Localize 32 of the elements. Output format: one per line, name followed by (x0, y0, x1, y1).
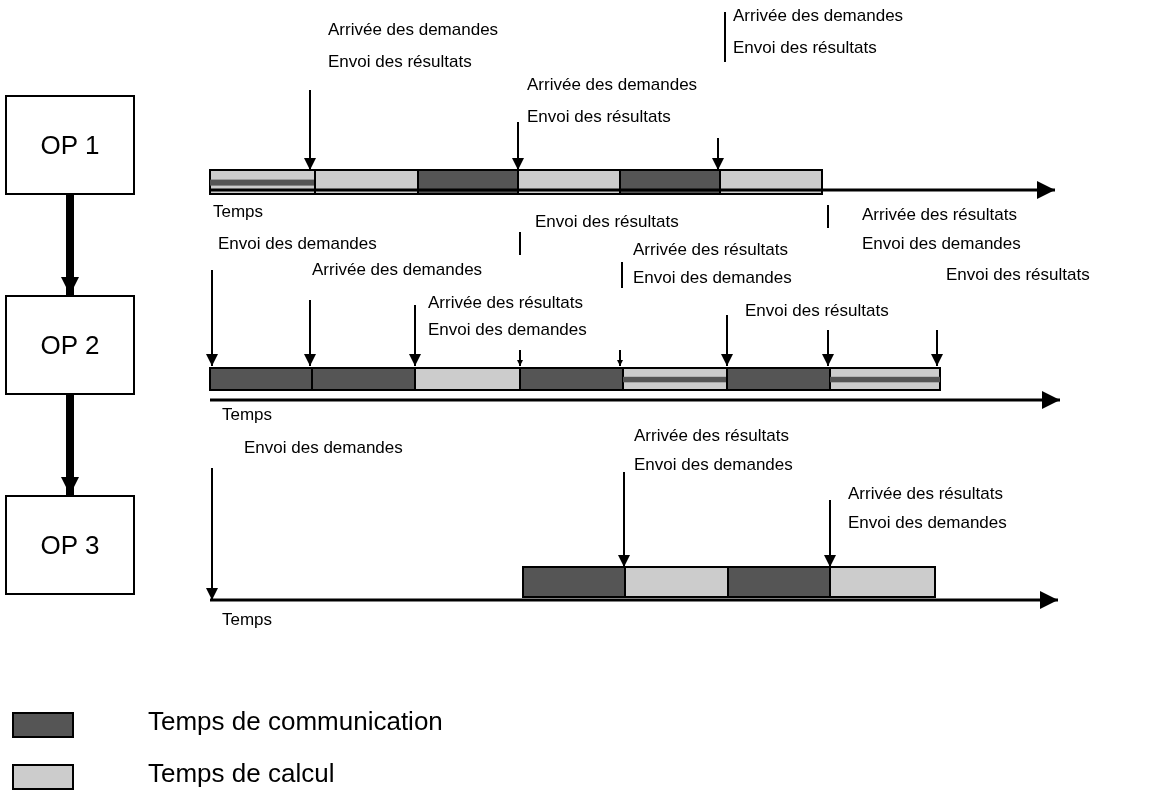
legend-text: Temps de calcul (148, 758, 335, 789)
process-box: OP 2 (5, 295, 135, 395)
annotation-text: Envoi des résultats (745, 301, 889, 321)
annotation-text: Arrivée des demandes (527, 75, 698, 95)
arrow (61, 195, 79, 295)
annotation-text: Envoi des résultats (535, 212, 679, 232)
annotation-text: Envoi des demandes (862, 234, 1021, 254)
annotation-text: Envoi des demandes (218, 234, 377, 254)
annotation-text: Arrivée des résultats (633, 240, 788, 260)
annotation-text: Envoi des résultats (527, 107, 671, 127)
annotation-text: Envoi des demandes (244, 438, 403, 458)
process-box: OP 3 (5, 495, 135, 595)
annotation-text: Arrivée des demandes (733, 6, 904, 26)
annotation-text: Arrivée des demandes (312, 260, 483, 280)
annotation-text: Envoi des demandes (428, 320, 587, 340)
annotation-text: Arrivée des résultats (848, 484, 1003, 504)
annotation-text: Arrivée des résultats (428, 293, 583, 313)
process-box: OP 1 (5, 95, 135, 195)
annotation-text: Arrivée des résultats (634, 426, 789, 446)
annotation-text: Envoi des résultats (733, 38, 877, 58)
arrow (61, 395, 79, 495)
annotation-text: Envoi des résultats (328, 52, 472, 72)
annotation-text: Temps (213, 202, 264, 222)
annotation-text: Temps (222, 405, 273, 425)
annotation-text: Temps (222, 610, 273, 630)
annotation-text: Envoi des demandes (633, 268, 792, 288)
annotation-text: Envoi des demandes (634, 455, 793, 475)
legend-text: Temps de communication (148, 706, 443, 737)
annotation-text: Arrivée des résultats (862, 205, 1017, 225)
annotation-text: Envoi des demandes (848, 513, 1007, 533)
annotation-text: Envoi des résultats (946, 265, 1090, 285)
annotation-text: Arrivée des demandes (328, 20, 499, 40)
